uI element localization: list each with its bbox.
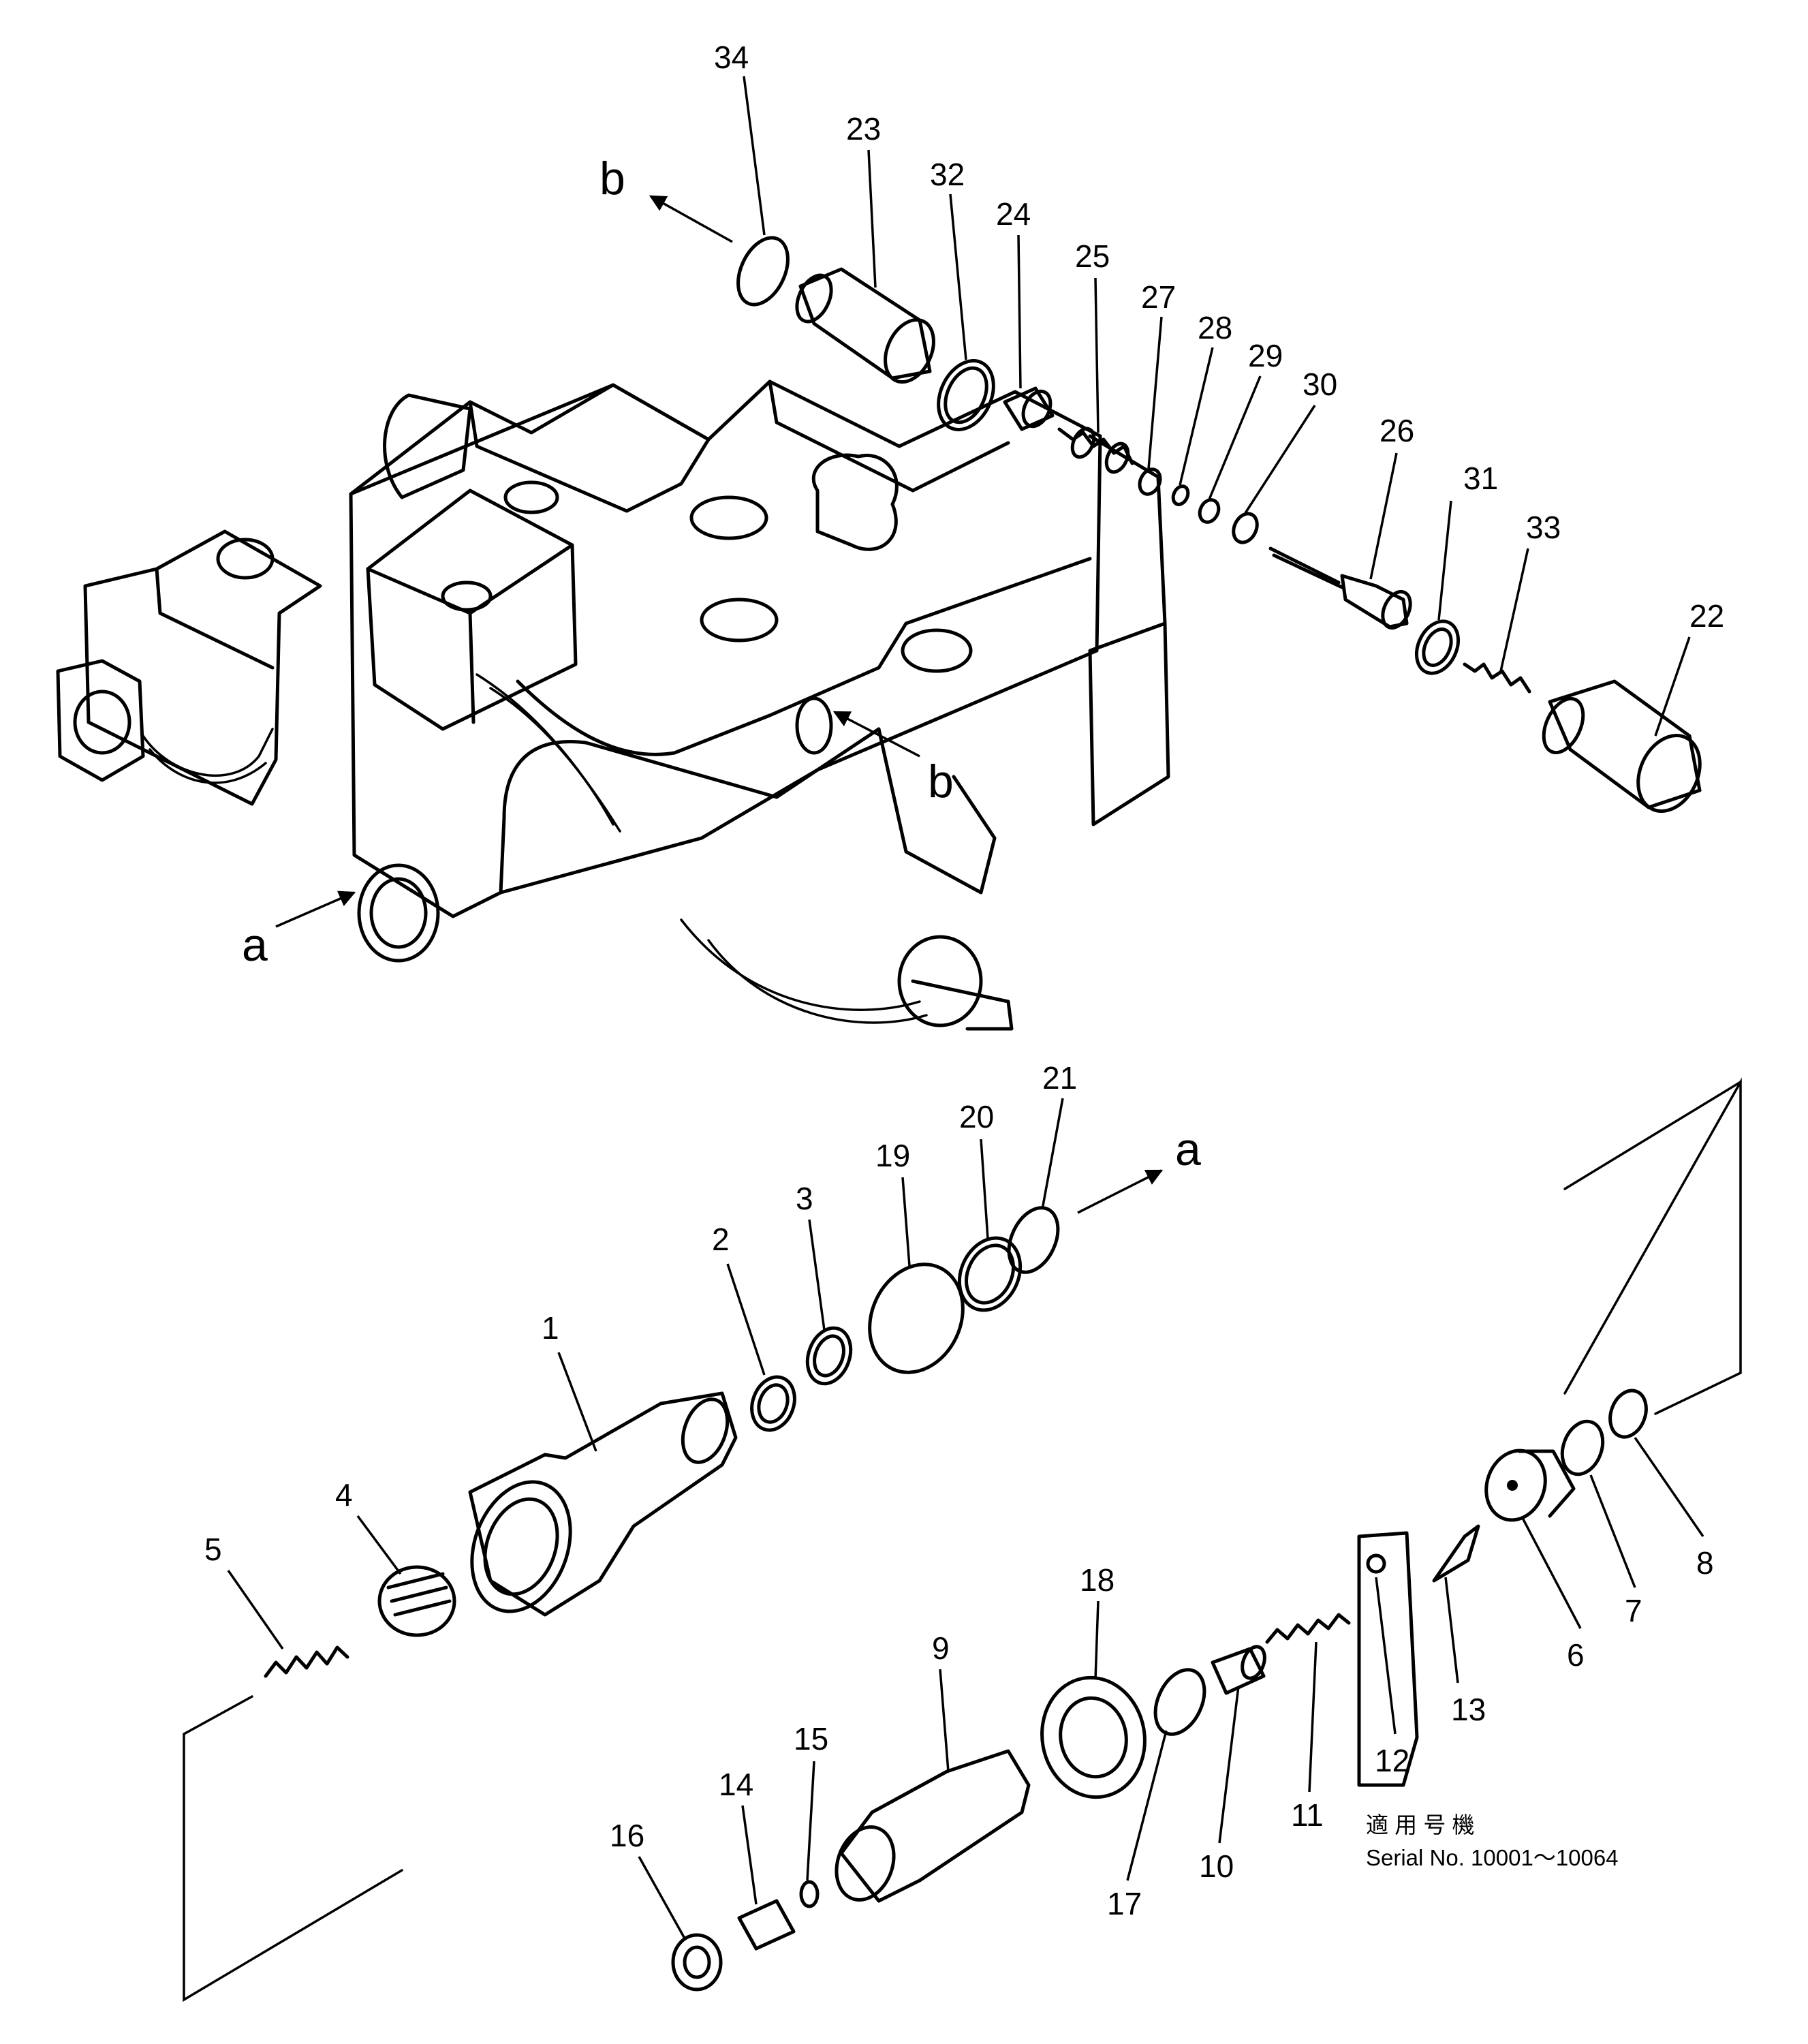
callout-15: 15	[794, 1721, 828, 1756]
part-21	[1007, 1206, 1060, 1274]
callout-11: 11	[1291, 1797, 1324, 1833]
callout-14: 14	[719, 1767, 753, 1802]
callout-21: 21	[1042, 1060, 1077, 1096]
part-26	[1268, 546, 1344, 589]
callout-3: 3	[796, 1181, 813, 1216]
part-17	[1153, 1668, 1206, 1736]
part-27	[1138, 467, 1162, 496]
callout-28: 28	[1198, 310, 1232, 345]
part-15	[799, 1880, 820, 1908]
part-13	[1432, 1524, 1480, 1583]
callout-2: 2	[712, 1222, 730, 1257]
port-label-b-body: b	[928, 756, 954, 807]
part-29	[1198, 498, 1221, 524]
callout-23: 23	[846, 111, 881, 146]
callout-25: 25	[1075, 238, 1110, 274]
part-7	[1560, 1419, 1605, 1476]
callout-1: 1	[542, 1310, 559, 1346]
part-22	[1548, 679, 1702, 809]
serial-note-japanese: 適 用 号 機	[1366, 1812, 1475, 1838]
valve-body-assembly	[56, 380, 1170, 1031]
callout-30: 30	[1303, 367, 1337, 402]
part-33	[1463, 662, 1531, 694]
callout-6: 6	[1567, 1637, 1585, 1673]
part-23	[798, 267, 932, 380]
callout-27: 27	[1141, 279, 1176, 315]
serial-note-english: Serial No. 10001～10064	[1366, 1845, 1619, 1870]
callout-9: 9	[932, 1630, 950, 1666]
callout-18: 18	[1080, 1562, 1115, 1598]
part-4	[377, 1565, 456, 1637]
leader-lines	[227, 76, 1704, 1939]
port-arrows	[275, 195, 1164, 1214]
callout-16: 16	[610, 1818, 644, 1853]
upper-parts	[736, 236, 1702, 813]
callout-13: 13	[1451, 1692, 1486, 1727]
callout-32: 32	[930, 157, 965, 192]
callout-33: 33	[1526, 510, 1561, 545]
part-30	[1232, 512, 1259, 544]
port-labels: b b a a	[242, 153, 1201, 1175]
part-11	[1265, 1613, 1351, 1644]
callout-8: 8	[1696, 1545, 1714, 1581]
part-8	[1608, 1389, 1648, 1439]
callout-12: 12	[1375, 1743, 1409, 1778]
part-19	[868, 1263, 965, 1374]
callout-29: 29	[1248, 338, 1283, 373]
part-9	[839, 1749, 1031, 1903]
part-20	[957, 1236, 1023, 1312]
lower-parts	[183, 1077, 1742, 2002]
serial-note: 適 用 号 機 Serial No. 10001～10064	[1366, 1812, 1619, 1870]
callout-7: 7	[1625, 1593, 1642, 1628]
part-34	[736, 236, 790, 307]
part-31	[1415, 619, 1460, 675]
part-18	[1040, 1675, 1147, 1799]
part-12	[1357, 1531, 1419, 1787]
callout-22: 22	[1689, 598, 1724, 634]
part-24	[1003, 386, 1055, 431]
callout-5: 5	[204, 1532, 222, 1567]
callout-31: 31	[1463, 461, 1498, 496]
part-10	[1211, 1647, 1266, 1695]
callout-17: 17	[1107, 1886, 1142, 1921]
callout-labels: 34 23 32 24 25 27 28 29 30 26 31 33 22 1…	[204, 40, 1724, 1921]
callout-24: 24	[996, 196, 1031, 232]
port-label-a-lower: a	[1175, 1124, 1201, 1175]
part-3	[805, 1326, 853, 1386]
part-16	[671, 1933, 723, 1992]
callout-10: 10	[1199, 1848, 1234, 1884]
part-32	[937, 358, 995, 432]
part-14	[737, 1899, 796, 1951]
callout-34: 34	[714, 40, 749, 75]
port-label-b-top: b	[599, 153, 625, 204]
part-1	[468, 1391, 738, 1617]
callout-19: 19	[875, 1138, 910, 1173]
callout-26: 26	[1380, 413, 1414, 448]
callout-4: 4	[335, 1477, 353, 1513]
port-label-a-body: a	[242, 919, 268, 971]
callout-20: 20	[959, 1099, 994, 1134]
part-5	[264, 1645, 349, 1678]
part-2	[750, 1375, 796, 1432]
part-28	[1171, 484, 1190, 506]
